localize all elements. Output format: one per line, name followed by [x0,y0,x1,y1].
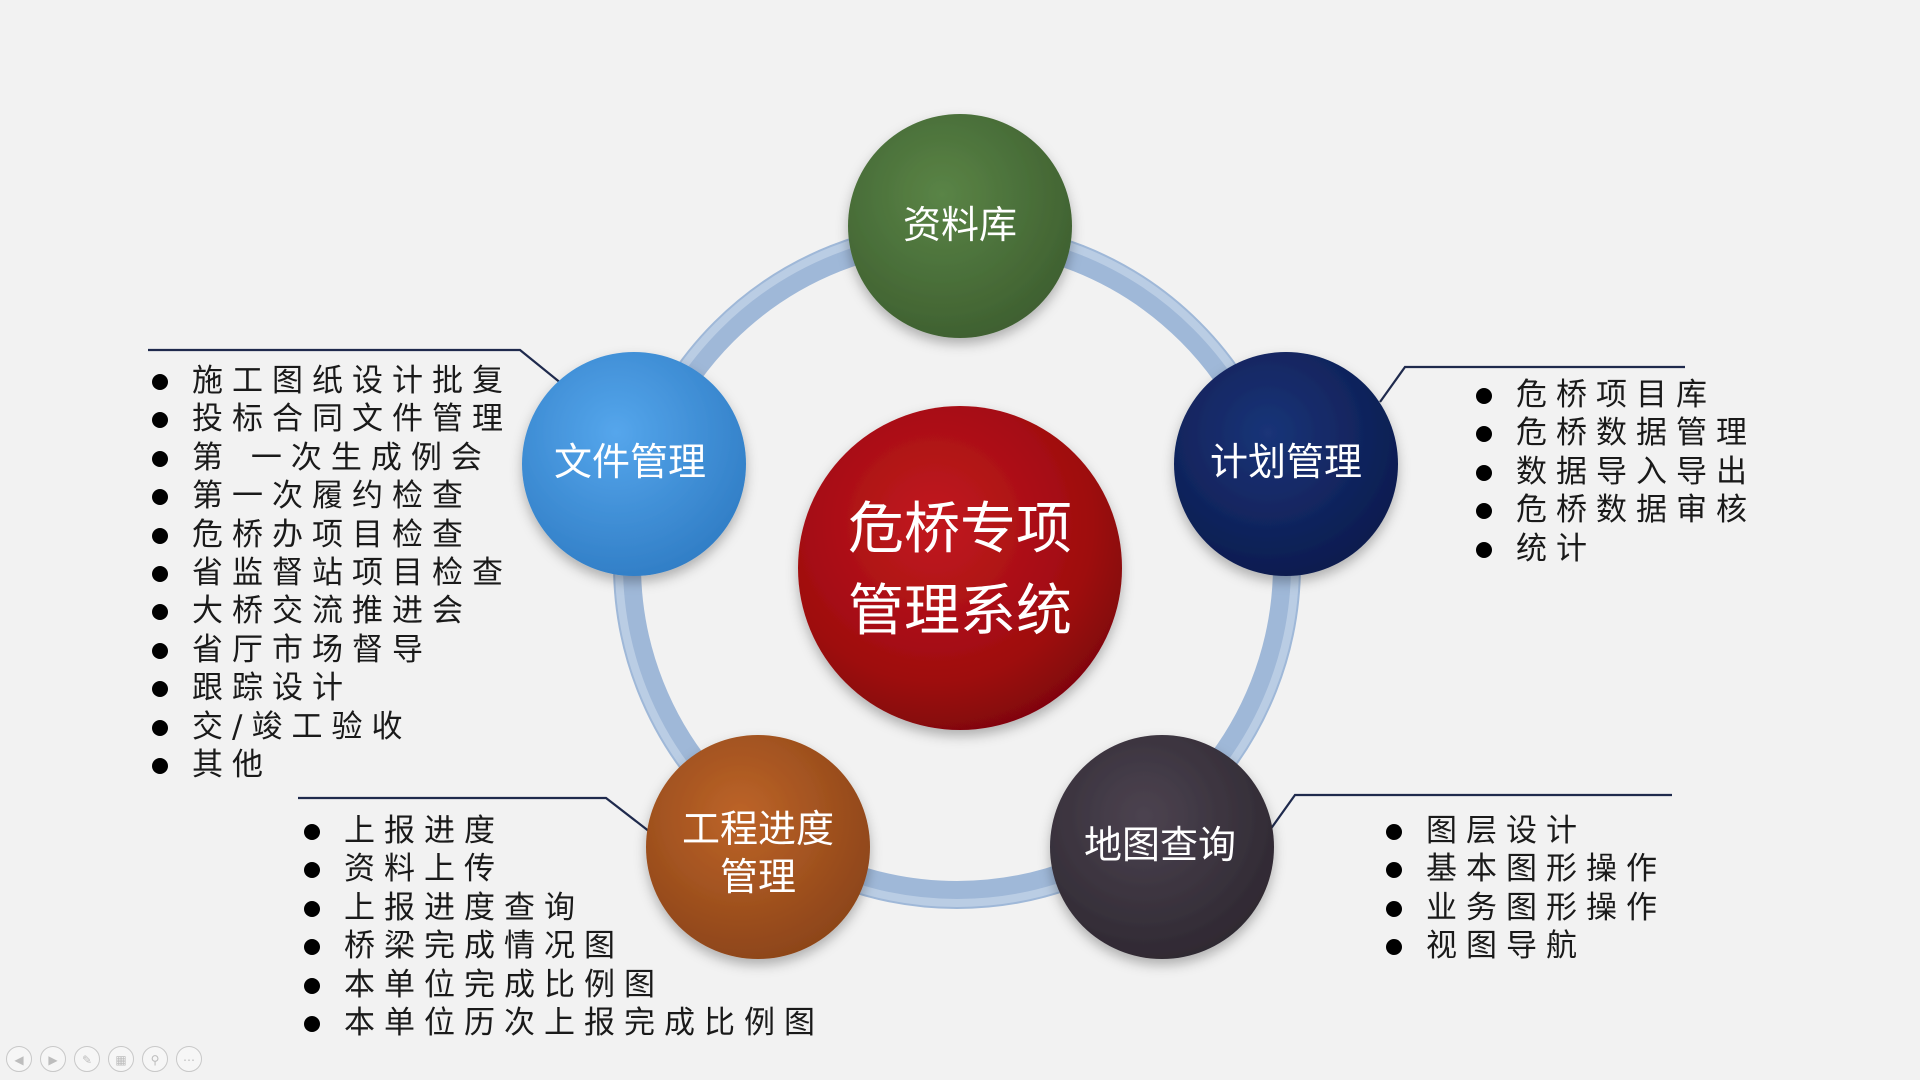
list-item: 危桥办项目检查 [150,516,512,554]
list-item: 危桥数据审核 [1474,491,1756,529]
node-progress-label-line2: 管理 [720,855,796,899]
list-item: 视图导航 [1384,927,1666,965]
connector-line-progress [298,796,651,833]
list-item: 第一次履约检查 [150,477,512,515]
center-title-line1: 危桥专项 [848,497,1072,562]
connector-line-map [1269,793,1672,831]
list-item: 第 一次生成例会 [150,439,512,477]
list-item: 统计 [1474,530,1756,568]
list-item: 省厅市场督导 [150,631,512,669]
map-query-list: 图层设计 基本图形操作 业务图形操作 视图导航 [1384,812,1666,966]
next-icon[interactable]: ▶ [40,1046,66,1072]
node-file-label: 文件管理 [554,440,706,484]
node-library-label: 资料库 [903,203,1017,247]
progress-management-list: 上报进度 资料上传 上报进度查询 桥梁完成情况图 本单位完成比例图 本单位历次上… [302,812,824,1042]
list-item: 其他 [150,746,512,784]
list-item: 危桥项目库 [1474,376,1756,414]
list-item: 本单位完成比例图 [302,966,824,1004]
list-item: 上报进度 [302,812,824,850]
list-item: 危桥数据管理 [1474,414,1756,452]
node-plan-label: 计划管理 [1210,440,1362,484]
slides-icon[interactable]: ▦ [108,1046,134,1072]
center-title-line2: 管理系统 [848,579,1072,644]
list-item: 图层设计 [1384,812,1666,850]
node-plan: 计划管理 [1174,352,1398,576]
list-item: 跟踪设计 [150,669,512,707]
list-item: 大桥交流推进会 [150,592,512,630]
slideshow-toolbar: ◀ ▶ ✎ ▦ ⚲ ⋯ [6,1046,202,1072]
pen-icon[interactable]: ✎ [74,1046,100,1072]
node-map: 地图查询 [1050,735,1274,959]
list-item: 基本图形操作 [1384,850,1666,888]
list-item: 业务图形操作 [1384,889,1666,927]
plan-management-list: 危桥项目库 危桥数据管理 数据导入导出 危桥数据审核 统计 [1474,376,1756,568]
connector-line-file [148,348,563,385]
center-node: 危桥专项 管理系统 [798,406,1122,730]
node-progress-label-line1: 工程进度 [682,807,834,851]
connector-line-plan [1379,365,1685,403]
list-item: 省监督站项目检查 [150,554,512,592]
node-library: 资料库 [848,114,1072,338]
list-item: 资料上传 [302,850,824,888]
list-item: 数据导入导出 [1474,453,1756,491]
file-management-list: 施工图纸设计批复 投标合同文件管理 第 一次生成例会 第一次履约检查 危桥办项目… [150,362,512,784]
list-item: 上报进度查询 [302,889,824,927]
list-item: 交/竣工验收 [150,708,512,746]
zoom-icon[interactable]: ⚲ [142,1046,168,1072]
node-progress: 工程进度 管理 [646,735,870,959]
list-item: 桥梁完成情况图 [302,927,824,965]
list-item: 投标合同文件管理 [150,400,512,438]
node-file: 文件管理 [522,352,746,576]
list-item: 施工图纸设计批复 [150,362,512,400]
list-item: 本单位历次上报完成比例图 [302,1004,824,1042]
more-icon[interactable]: ⋯ [176,1046,202,1072]
node-map-label: 地图查询 [1084,823,1236,867]
prev-icon[interactable]: ◀ [6,1046,32,1072]
